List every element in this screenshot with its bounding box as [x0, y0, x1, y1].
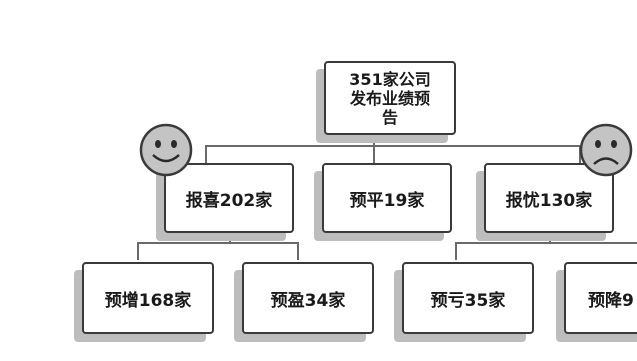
- node-loss: 预亏35家: [402, 262, 534, 334]
- left-drop-b: [297, 242, 299, 260]
- smile-face-icon: [138, 122, 194, 178]
- root-stem: [373, 134, 375, 146]
- node-flat-label: 预平19家: [349, 190, 425, 211]
- node-loss-label: 预亏35家: [430, 290, 506, 311]
- left-connector-bar: [137, 242, 299, 244]
- root-node: 351家公司 发布业绩预 告: [324, 61, 456, 135]
- level1-connector-bar: [205, 145, 581, 147]
- node-profit-increase: 预增168家: [82, 262, 214, 334]
- frown-face-icon: [578, 122, 634, 178]
- root-node-text: 351家公司 发布业绩预 告: [349, 70, 430, 127]
- node-bad-news-label: 报忧130家: [505, 190, 593, 211]
- node-profit-decrease: 预降9: [564, 262, 637, 334]
- node-bad-news: 报忧130家: [484, 163, 614, 233]
- level1-drop-center: [373, 145, 375, 163]
- node-flat: 预平19家: [322, 163, 452, 233]
- right-connector-bar: [455, 242, 637, 244]
- node-profit-increase-label: 预增168家: [104, 290, 192, 311]
- node-good-news-label: 报喜202家: [185, 190, 273, 211]
- root-line-3: 告: [381, 107, 398, 127]
- right-stem: [549, 231, 551, 243]
- root-line-2: 发布业绩预: [349, 88, 430, 108]
- left-drop-a: [137, 242, 139, 260]
- node-profit-decrease-label: 预降9: [588, 290, 634, 311]
- left-stem: [229, 231, 231, 243]
- right-drop-a: [455, 242, 457, 260]
- node-good-news: 报喜202家: [164, 163, 294, 233]
- node-turn-profit-label: 预盈34家: [270, 290, 346, 311]
- root-line-1: 351家公司: [349, 69, 431, 89]
- level1-drop-left: [205, 145, 207, 163]
- node-turn-profit: 预盈34家: [242, 262, 374, 334]
- level1-drop-right: [579, 145, 581, 163]
